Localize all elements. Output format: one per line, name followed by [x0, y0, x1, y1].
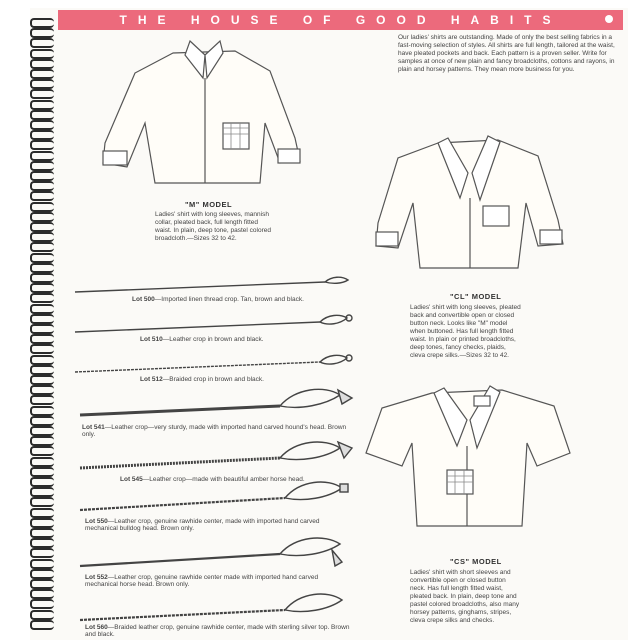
spiral-loop	[30, 262, 54, 273]
spiral-loop	[30, 415, 54, 426]
spiral-loop	[30, 211, 54, 222]
spiral-loop	[30, 150, 54, 161]
spiral-loop	[30, 120, 54, 130]
spiral-loop	[30, 395, 54, 406]
spiral-loop	[30, 99, 54, 110]
spiral-loop	[30, 364, 54, 375]
spiral-loop	[30, 324, 54, 334]
cs-model-title: "CS" MODEL	[450, 557, 502, 566]
spiral-loop	[30, 354, 54, 365]
spiral-loop	[30, 538, 54, 549]
spiral-loop	[30, 568, 54, 579]
spiral-loop	[30, 222, 54, 232]
spiral-loop	[30, 619, 54, 630]
spiral-loop	[30, 232, 54, 243]
spiral-loop	[30, 191, 54, 202]
spiral-loop	[30, 334, 54, 345]
lot-512-caption: Lot 512—Braided crop in brown and black.	[140, 376, 264, 383]
spiral-loop	[30, 466, 54, 477]
lot-510-caption: Lot 510—Leather crop in brown and black.	[140, 336, 264, 343]
spiral-loop	[30, 140, 54, 151]
spiral-loop	[30, 446, 54, 457]
spiral-loop	[30, 201, 54, 212]
banner-dot-icon	[605, 15, 613, 23]
cl-model-shirt-illustration	[375, 135, 564, 269]
spiral-loop	[30, 589, 54, 600]
spiral-loop	[30, 293, 54, 304]
spiral-loop	[30, 252, 54, 263]
spiral-loop	[30, 548, 54, 559]
spiral-loop	[30, 89, 54, 100]
spiral-loop	[30, 18, 54, 28]
lot-552-caption: Lot 552—Leather crop, genuine rawhide ce…	[85, 574, 319, 588]
spiral-loop	[30, 579, 54, 589]
spiral-loop	[30, 344, 54, 355]
spiral-loop	[30, 497, 54, 508]
spiral-loop	[30, 160, 54, 171]
spiral-loop	[30, 58, 54, 69]
spiral-loop	[30, 130, 54, 141]
spiral-loop	[30, 48, 54, 59]
banner-title: THE HOUSE OF GOOD HABITS	[119, 13, 562, 27]
spiral-loop	[30, 303, 54, 314]
spiral-loop	[30, 28, 54, 39]
intro-paragraph: Our ladies' shirts are outstanding. Made…	[398, 34, 615, 73]
spiral-loop	[30, 273, 54, 283]
riding-crops-illustration	[74, 276, 354, 622]
cl-model-title: "CL" MODEL	[450, 292, 502, 301]
spiral-loop	[30, 109, 54, 120]
spiral-loop	[30, 242, 54, 253]
spiral-loop	[30, 385, 54, 396]
cs-model-shirt-illustration	[365, 385, 571, 527]
spiral-loop	[30, 79, 54, 90]
lot-500-caption: Lot 500—Imported linen thread crop. Tan,…	[132, 296, 304, 303]
lot-545-caption: Lot 545—Leather crop—made with beautiful…	[120, 476, 305, 483]
spiral-loop	[30, 517, 54, 528]
spiral-loop	[30, 69, 54, 79]
spiral-loop	[30, 528, 54, 538]
spiral-loop	[30, 426, 54, 436]
lot-541-caption: Lot 541—Leather crop—very sturdy, made w…	[82, 424, 347, 438]
m-model-title: "M" MODEL	[185, 200, 233, 209]
spiral-loop	[30, 171, 54, 181]
spiral-loop	[30, 599, 54, 610]
cs-model-description: Ladies' shirt with short sleeves and con…	[410, 569, 520, 624]
cl-model-description: Ladies' shirt with long sleeves, pleated…	[410, 304, 521, 359]
spiral-loop	[30, 405, 54, 416]
m-model-shirt-illustration	[102, 39, 301, 184]
title-banner: THE HOUSE OF GOOD HABITS	[58, 10, 623, 30]
spiral-loop	[30, 436, 54, 447]
spiral-loop	[30, 313, 54, 324]
spiral-loop	[30, 487, 54, 498]
spiral-loop	[30, 477, 54, 487]
spiral-loop	[30, 558, 54, 569]
lot-560-caption: Lot 560—Braided leather crop, genuine ra…	[85, 624, 350, 638]
m-model-description: Ladies' shirt with long sleeves, mannish…	[155, 211, 271, 242]
spiral-loop	[30, 507, 54, 518]
spiral-loop	[30, 283, 54, 294]
lot-550-caption: Lot 550—Leather crop, genuine rawhide ce…	[85, 518, 320, 532]
spiral-loop	[30, 456, 54, 467]
spiral-loop	[30, 609, 54, 620]
spiral-binding	[30, 18, 56, 633]
spiral-loop	[30, 181, 54, 192]
spiral-loop	[30, 38, 54, 49]
spiral-loop	[30, 375, 54, 385]
